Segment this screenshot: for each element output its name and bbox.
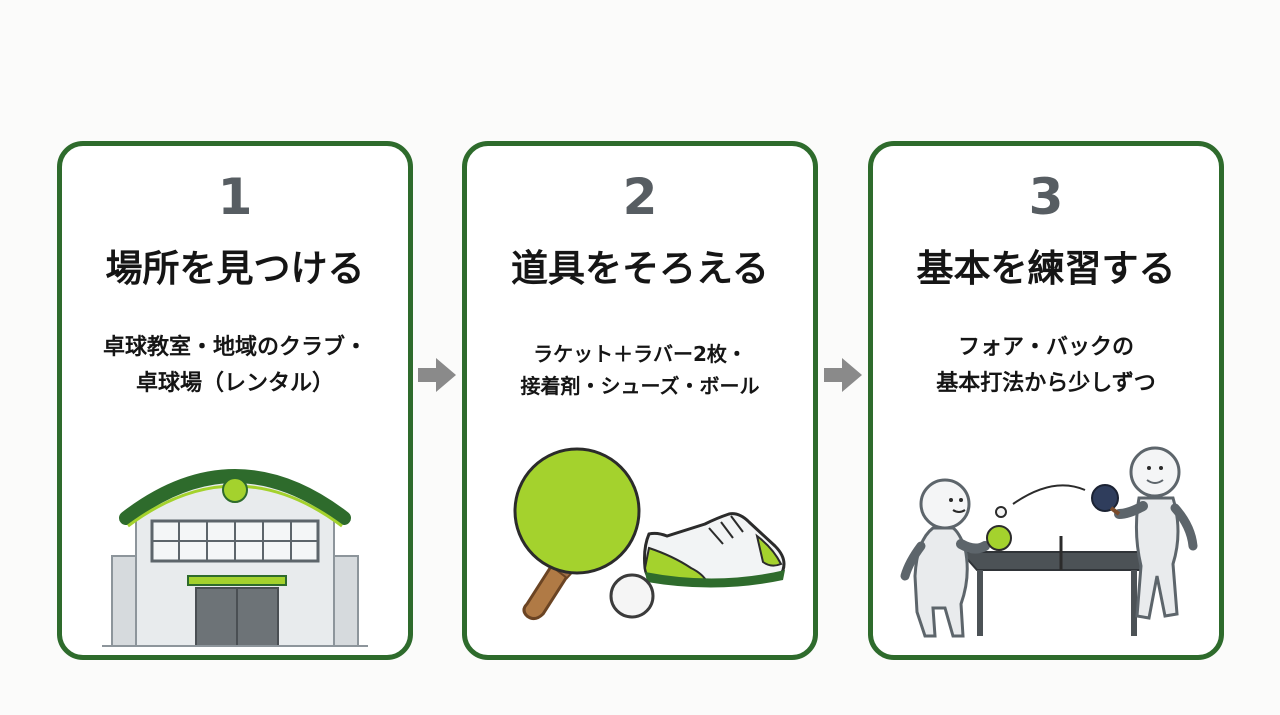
description-line: 卓球教室・地域のクラブ・ <box>102 335 367 360</box>
step-card-1: 1 場所を見つける 卓球教室・地域のクラブ・ 卓球場（レンタル） <box>57 141 413 660</box>
ball-icon <box>609 573 655 619</box>
step-title: 基本を練習する <box>916 247 1176 290</box>
step-card-3: 3 基本を練習する フォア・バックの 基本打法から少しずつ <box>868 141 1224 660</box>
step-description: フォア・バックの 基本打法から少しずつ <box>879 330 1213 402</box>
arrow-right-icon <box>418 358 456 392</box>
step-description: 卓球教室・地域のクラブ・ 卓球場（レンタル） <box>68 330 402 402</box>
step-card-2: 2 道具をそろえる ラケット＋ラバー2枚・ 接着剤・シューズ・ボール <box>462 141 818 660</box>
step-description: ラケット＋ラバー2枚・ 接着剤・シューズ・ボール <box>473 338 807 402</box>
step-title: 場所を見つける <box>105 247 365 290</box>
step-number: 3 <box>1028 168 1064 226</box>
description-line: 基本打法から少しずつ <box>936 371 1156 396</box>
racket-icon <box>513 447 641 621</box>
description-line: 卓球場（レンタル） <box>135 371 334 396</box>
shoe-icon <box>643 512 786 588</box>
equipment-icon <box>513 447 786 621</box>
step-title: 道具をそろえる <box>511 247 769 290</box>
description-line: 接着剤・シューズ・ボール <box>520 374 760 398</box>
step-number: 1 <box>217 168 253 226</box>
player-left-icon <box>900 478 1012 638</box>
step-number: 2 <box>622 168 658 226</box>
building-icon <box>102 469 368 647</box>
arrow-right-icon <box>824 358 862 392</box>
description-line: ラケット＋ラバー2枚・ <box>533 342 747 366</box>
player-right-icon <box>1091 446 1198 620</box>
players-table-icon <box>900 446 1198 638</box>
description-line: フォア・バックの <box>957 335 1134 360</box>
